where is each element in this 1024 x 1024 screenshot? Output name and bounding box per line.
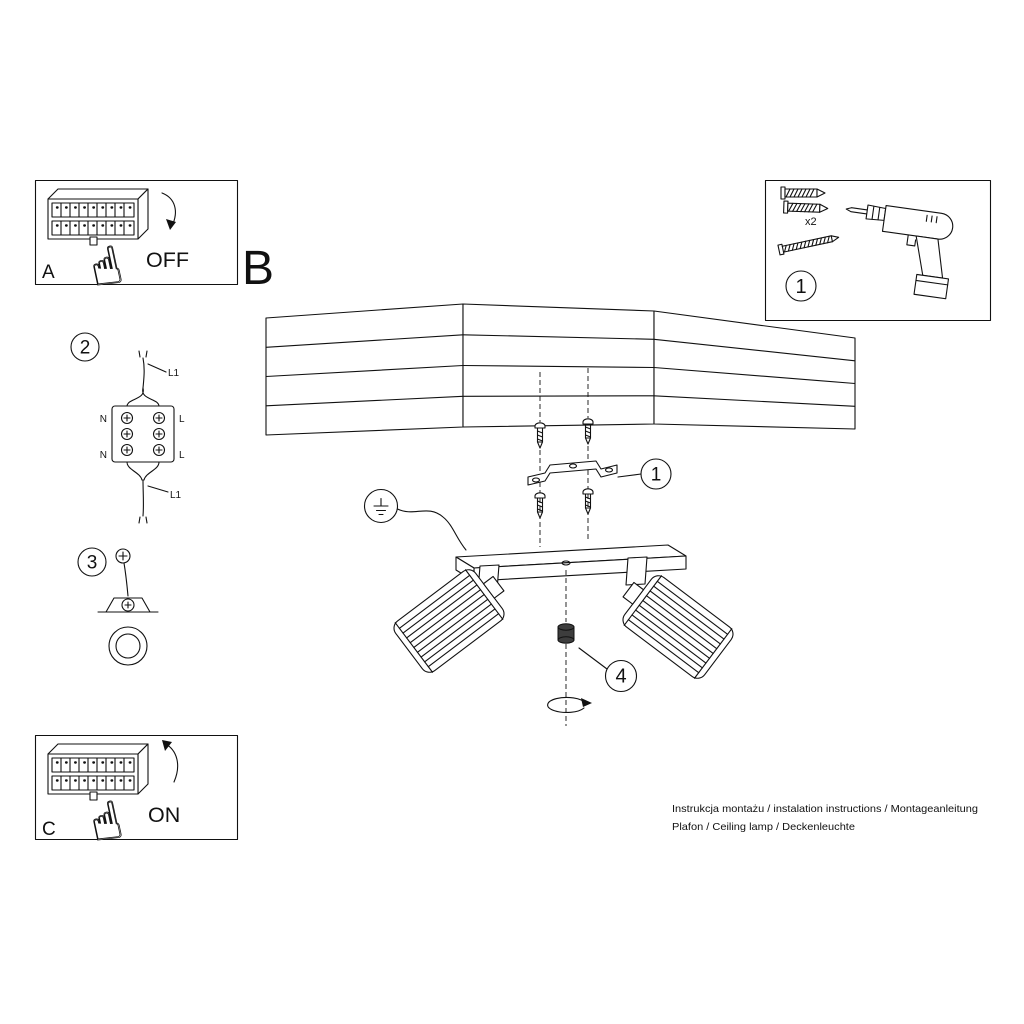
- n-top-label: N: [100, 414, 107, 425]
- breaker-panel-icon: [46, 187, 150, 247]
- l1-bottom-leader: [147, 485, 169, 493]
- step3-number: 3: [87, 553, 98, 574]
- ceiling-panel-left: [265, 303, 464, 436]
- step2-number-circle: [70, 332, 100, 362]
- step2-number: 2: [80, 338, 91, 359]
- wire-ring-inner: [115, 633, 141, 659]
- ground-screw-leader: [123, 562, 129, 597]
- cap-callout-circle: [604, 659, 638, 693]
- bracket-hole: [531, 477, 541, 483]
- l1-top-leader: [147, 363, 167, 373]
- drill-icon: [845, 204, 954, 300]
- on-arrow-head: [162, 740, 172, 751]
- cable-split-top: [126, 387, 160, 407]
- screw-icon: [777, 235, 840, 256]
- step1-tools-box: x2 1: [764, 179, 992, 322]
- section-c-label: C: [42, 819, 56, 840]
- clamp-screw-slot: [124, 601, 132, 609]
- cap-callout-leader: [578, 647, 608, 670]
- step3-number-circle: [77, 547, 107, 577]
- lamp-assembly: 4: [363, 488, 738, 726]
- spot-yoke-right: [625, 556, 648, 586]
- l-bottom-label: L: [179, 450, 185, 461]
- earth-symbol-marks: [373, 497, 389, 516]
- on-label: ON: [148, 803, 180, 827]
- cable-split-bottom: [126, 461, 160, 481]
- footer: Instrukcja montażu / instalation instruc…: [672, 804, 978, 833]
- bracket-hole: [568, 463, 578, 469]
- step3-ground-clamp: 3: [77, 547, 159, 666]
- ceiling-illustration: [265, 303, 856, 436]
- footer-line-2: Plafon / Ceiling lamp / Deckenleuchte: [672, 822, 855, 833]
- off-label: OFF: [146, 248, 189, 272]
- terminal-screws: [120, 411, 166, 457]
- mounting-bracket: [527, 460, 618, 486]
- rotation-arrow-head: [581, 698, 592, 707]
- cable-end-top: [138, 350, 148, 358]
- cap-callout-number: 4: [615, 666, 626, 688]
- off-arrow-head: [166, 219, 176, 230]
- l1-bottom-label: L1: [170, 490, 182, 501]
- n-bottom-label: N: [100, 450, 107, 461]
- bracket-callout-leader: [617, 473, 642, 478]
- plate-center-hole: [561, 560, 571, 566]
- mounting-screw-icon: [534, 422, 546, 449]
- l1-top-label: L1: [168, 368, 180, 379]
- step1-number: 1: [795, 276, 806, 298]
- l-top-label: L: [179, 414, 185, 425]
- screw-cap-top: [557, 623, 575, 631]
- mounting-screw-icon: [582, 488, 594, 515]
- bracket-callout-circle: [640, 458, 672, 490]
- ground-wire: [396, 508, 467, 551]
- mounting-screw-icon: [582, 418, 594, 445]
- rotation-arrow-icon: [547, 696, 586, 713]
- bracket-hole: [604, 467, 614, 473]
- step2-wiring-diagram: 2 L1 N L N L L1: [70, 332, 185, 524]
- mounting-screw-icon: [534, 492, 546, 519]
- step1-number-circle: [785, 270, 817, 302]
- section-a-switch-off: ☝ OFF A: [34, 179, 239, 301]
- alignment-dashed-lines: [539, 368, 589, 547]
- section-a-label: A: [42, 262, 55, 283]
- bracket-callout-number: 1: [651, 465, 662, 486]
- section-b-label: B: [242, 242, 274, 295]
- footer-line-1: Instrukcja montażu / instalation instruc…: [672, 804, 978, 815]
- ceiling-panel-right: [653, 310, 856, 430]
- plug-quantity: x2: [805, 216, 817, 228]
- screw-cap-bottom: [557, 636, 575, 644]
- cable-end-bottom: [138, 516, 148, 524]
- section-c-switch-on: ☝ ON C: [34, 734, 239, 856]
- ground-screw-slot: [118, 551, 128, 561]
- cable-top: [142, 357, 145, 389]
- breaker-panel-icon: [46, 742, 150, 802]
- mounting-hardware: 1: [527, 368, 672, 547]
